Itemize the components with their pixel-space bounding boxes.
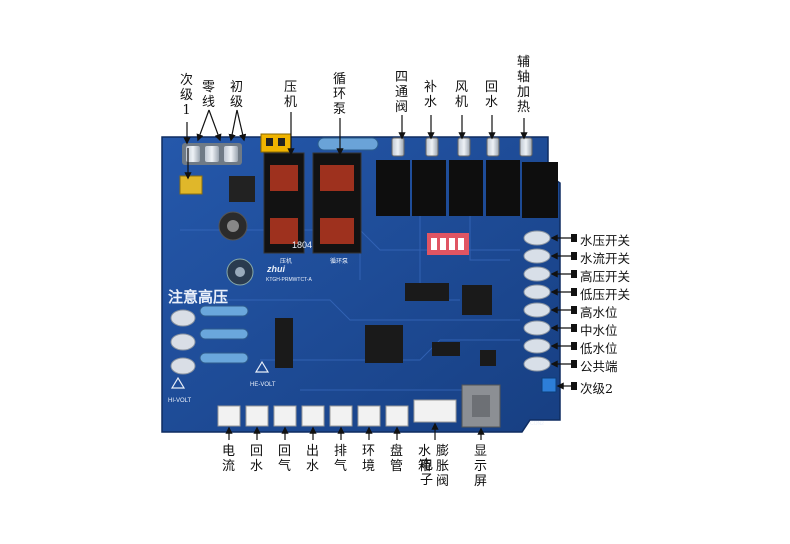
- hv-silkscreen-2: HE-VOLT: [250, 382, 276, 388]
- label-return-water: 回 水: [485, 80, 499, 110]
- label-water-makeup: 补 水: [424, 80, 438, 110]
- hv-silkscreen: HI-VOLT: [168, 398, 192, 404]
- label-water-flow-switch: 水流开关: [580, 251, 631, 266]
- label-circulation-pump: 循 环 泵: [333, 72, 347, 117]
- pump-silkscreen: 循环泵: [330, 257, 348, 265]
- compressor-silkscreen: 压机: [280, 257, 292, 265]
- label-expansion-valve-2: 膨 胀 阀: [436, 444, 450, 489]
- label-low-pressure-switch: 低压开关: [580, 287, 631, 302]
- warning-silkscreen: 注意高压: [168, 288, 228, 306]
- label-neutral: 零 线: [202, 80, 216, 110]
- label-display: 显 示 屏: [474, 444, 488, 489]
- label-outlet-water: 出 水: [306, 444, 320, 474]
- label-fan: 风 机: [455, 80, 469, 110]
- label-expansion-valve-1: 电 子: [420, 458, 434, 488]
- label-low-water-level: 低水位: [580, 341, 618, 356]
- label-primary: 初 级: [230, 80, 244, 110]
- label-coil: 盘 管: [390, 444, 404, 474]
- label-mid-water-level: 中水位: [580, 323, 618, 338]
- label-high-pressure-switch: 高压开关: [580, 269, 631, 284]
- components: [170, 133, 558, 428]
- label-aux-heat: 辅 轴 加 热: [517, 55, 531, 115]
- label-return-gas: 回 气: [278, 444, 292, 474]
- label-ambient: 环 境: [362, 444, 376, 474]
- label-return-water-temp: 回 水: [250, 444, 264, 474]
- label-exhaust: 排 气: [334, 444, 348, 474]
- pointer-lines: [183, 109, 574, 440]
- label-water-pressure-switch: 水压开关: [580, 233, 631, 248]
- conn-silkscreen: CON2: [530, 421, 544, 427]
- model-silkscreen: KTGH-PRMWTCT-A: [266, 277, 312, 283]
- label-bullets: [571, 234, 577, 390]
- label-high-water-level: 高水位: [580, 305, 618, 320]
- label-compressor: 压 机: [284, 80, 298, 110]
- brand-silkscreen: zhui: [266, 264, 285, 274]
- label-water-tank: 水 箱: [418, 444, 432, 474]
- date-code-silkscreen: 1804: [292, 240, 312, 250]
- label-current: 电 流: [222, 444, 236, 474]
- label-secondary-1: 次 级 1: [180, 73, 194, 118]
- label-common-terminal: 公共端: [580, 359, 618, 374]
- label-secondary-2: 次级2: [580, 381, 613, 396]
- label-four-way-valve: 四 通 阀: [395, 70, 409, 115]
